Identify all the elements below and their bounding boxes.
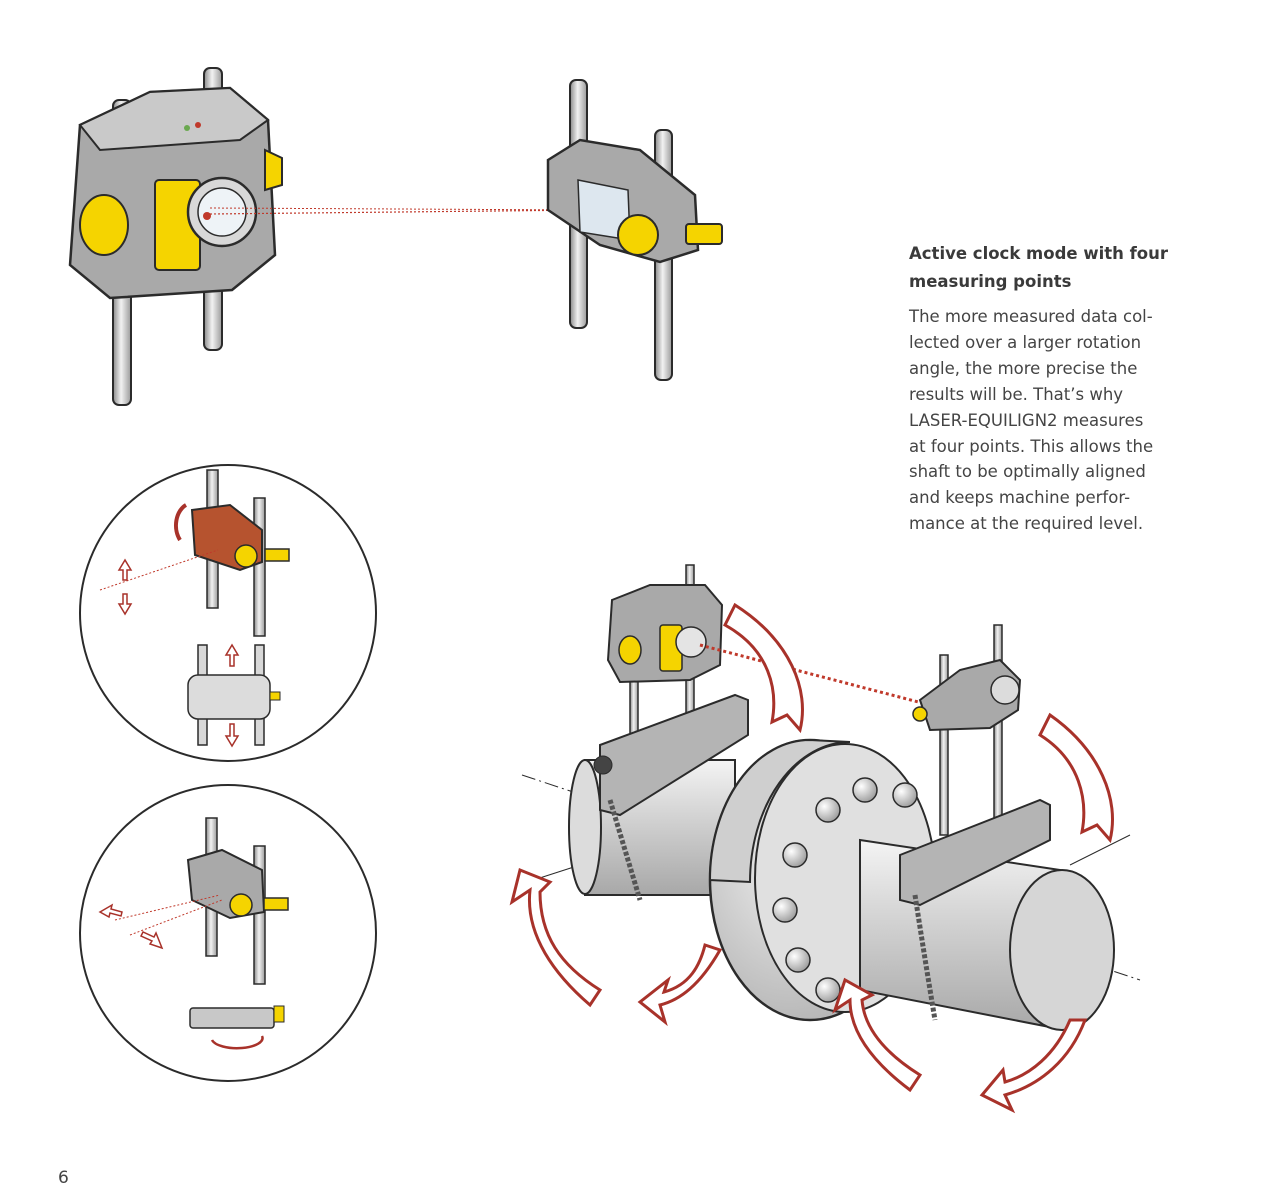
body-line: angle, the more precise the — [909, 358, 1138, 378]
laser-beam — [209, 209, 589, 215]
section-heading: Active clock mode with four measuring po… — [909, 240, 1209, 296]
body-line: at four points. This allows the — [909, 436, 1154, 456]
body-line: LASER-EQUILIGN2 measures — [909, 410, 1144, 430]
page-number: 6 — [58, 1168, 69, 1188]
body-line: results will be. That’s why — [909, 384, 1124, 404]
main-laser-beam — [699, 643, 931, 707]
body-line: shaft to be optimally aligned — [909, 462, 1146, 482]
shaft-coupling-illustration — [517, 564, 1141, 1032]
detail-circle-vertical-adjust — [79, 464, 377, 762]
body-line: The more measured data col- — [909, 307, 1153, 326]
laser-head-illustration — [68, 67, 283, 406]
heading-line: Active clock mode with four — [909, 244, 1169, 263]
section-body: The more measured data col- lected over … — [909, 304, 1209, 537]
body-line: mance at the required level. — [909, 514, 1144, 534]
body-line: and keeps machine perfor- — [909, 488, 1131, 508]
body-line: lected over a larger rotation — [909, 332, 1142, 352]
description-text-block: Active clock mode with four measuring po… — [909, 240, 1209, 537]
detector-illustration — [546, 79, 723, 381]
heading-line: measuring points — [909, 272, 1072, 291]
rotation-arrows — [509, 602, 1114, 1114]
detail-circle-angle-adjust — [79, 784, 377, 1082]
